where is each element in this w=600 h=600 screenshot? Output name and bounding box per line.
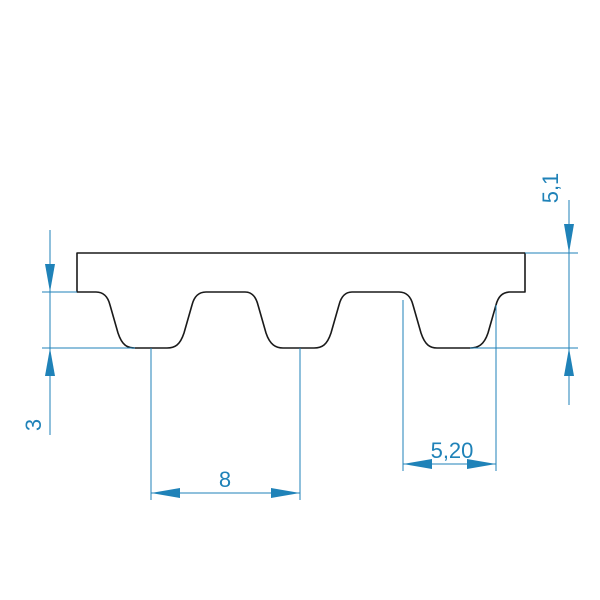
tooth-height-label: 3 — [21, 419, 46, 431]
tooth-width-arrow-right — [467, 459, 496, 469]
tooth-width-dimension: 5,20 — [402, 300, 497, 471]
belt-height-label: 5,1 — [538, 173, 563, 204]
pitch-arrow-left — [151, 488, 180, 498]
belt-height-arrow-bottom — [564, 348, 574, 376]
pitch-label: 8 — [219, 467, 231, 492]
belt-outline — [76, 252, 526, 349]
belt-height-arrow-top — [564, 224, 574, 253]
tooth-width-arrow-left — [403, 459, 432, 469]
belt-height-dimension: 5,1 — [470, 173, 578, 405]
tooth-height-arrow-top — [45, 264, 55, 292]
pitch-dimension: 8 — [150, 348, 301, 500]
pitch-arrow-right — [271, 488, 300, 498]
tooth-height-dimension: 3 — [21, 230, 135, 435]
tooth-width-label: 5,20 — [431, 438, 474, 463]
tooth-height-arrow-bottom — [45, 348, 55, 376]
